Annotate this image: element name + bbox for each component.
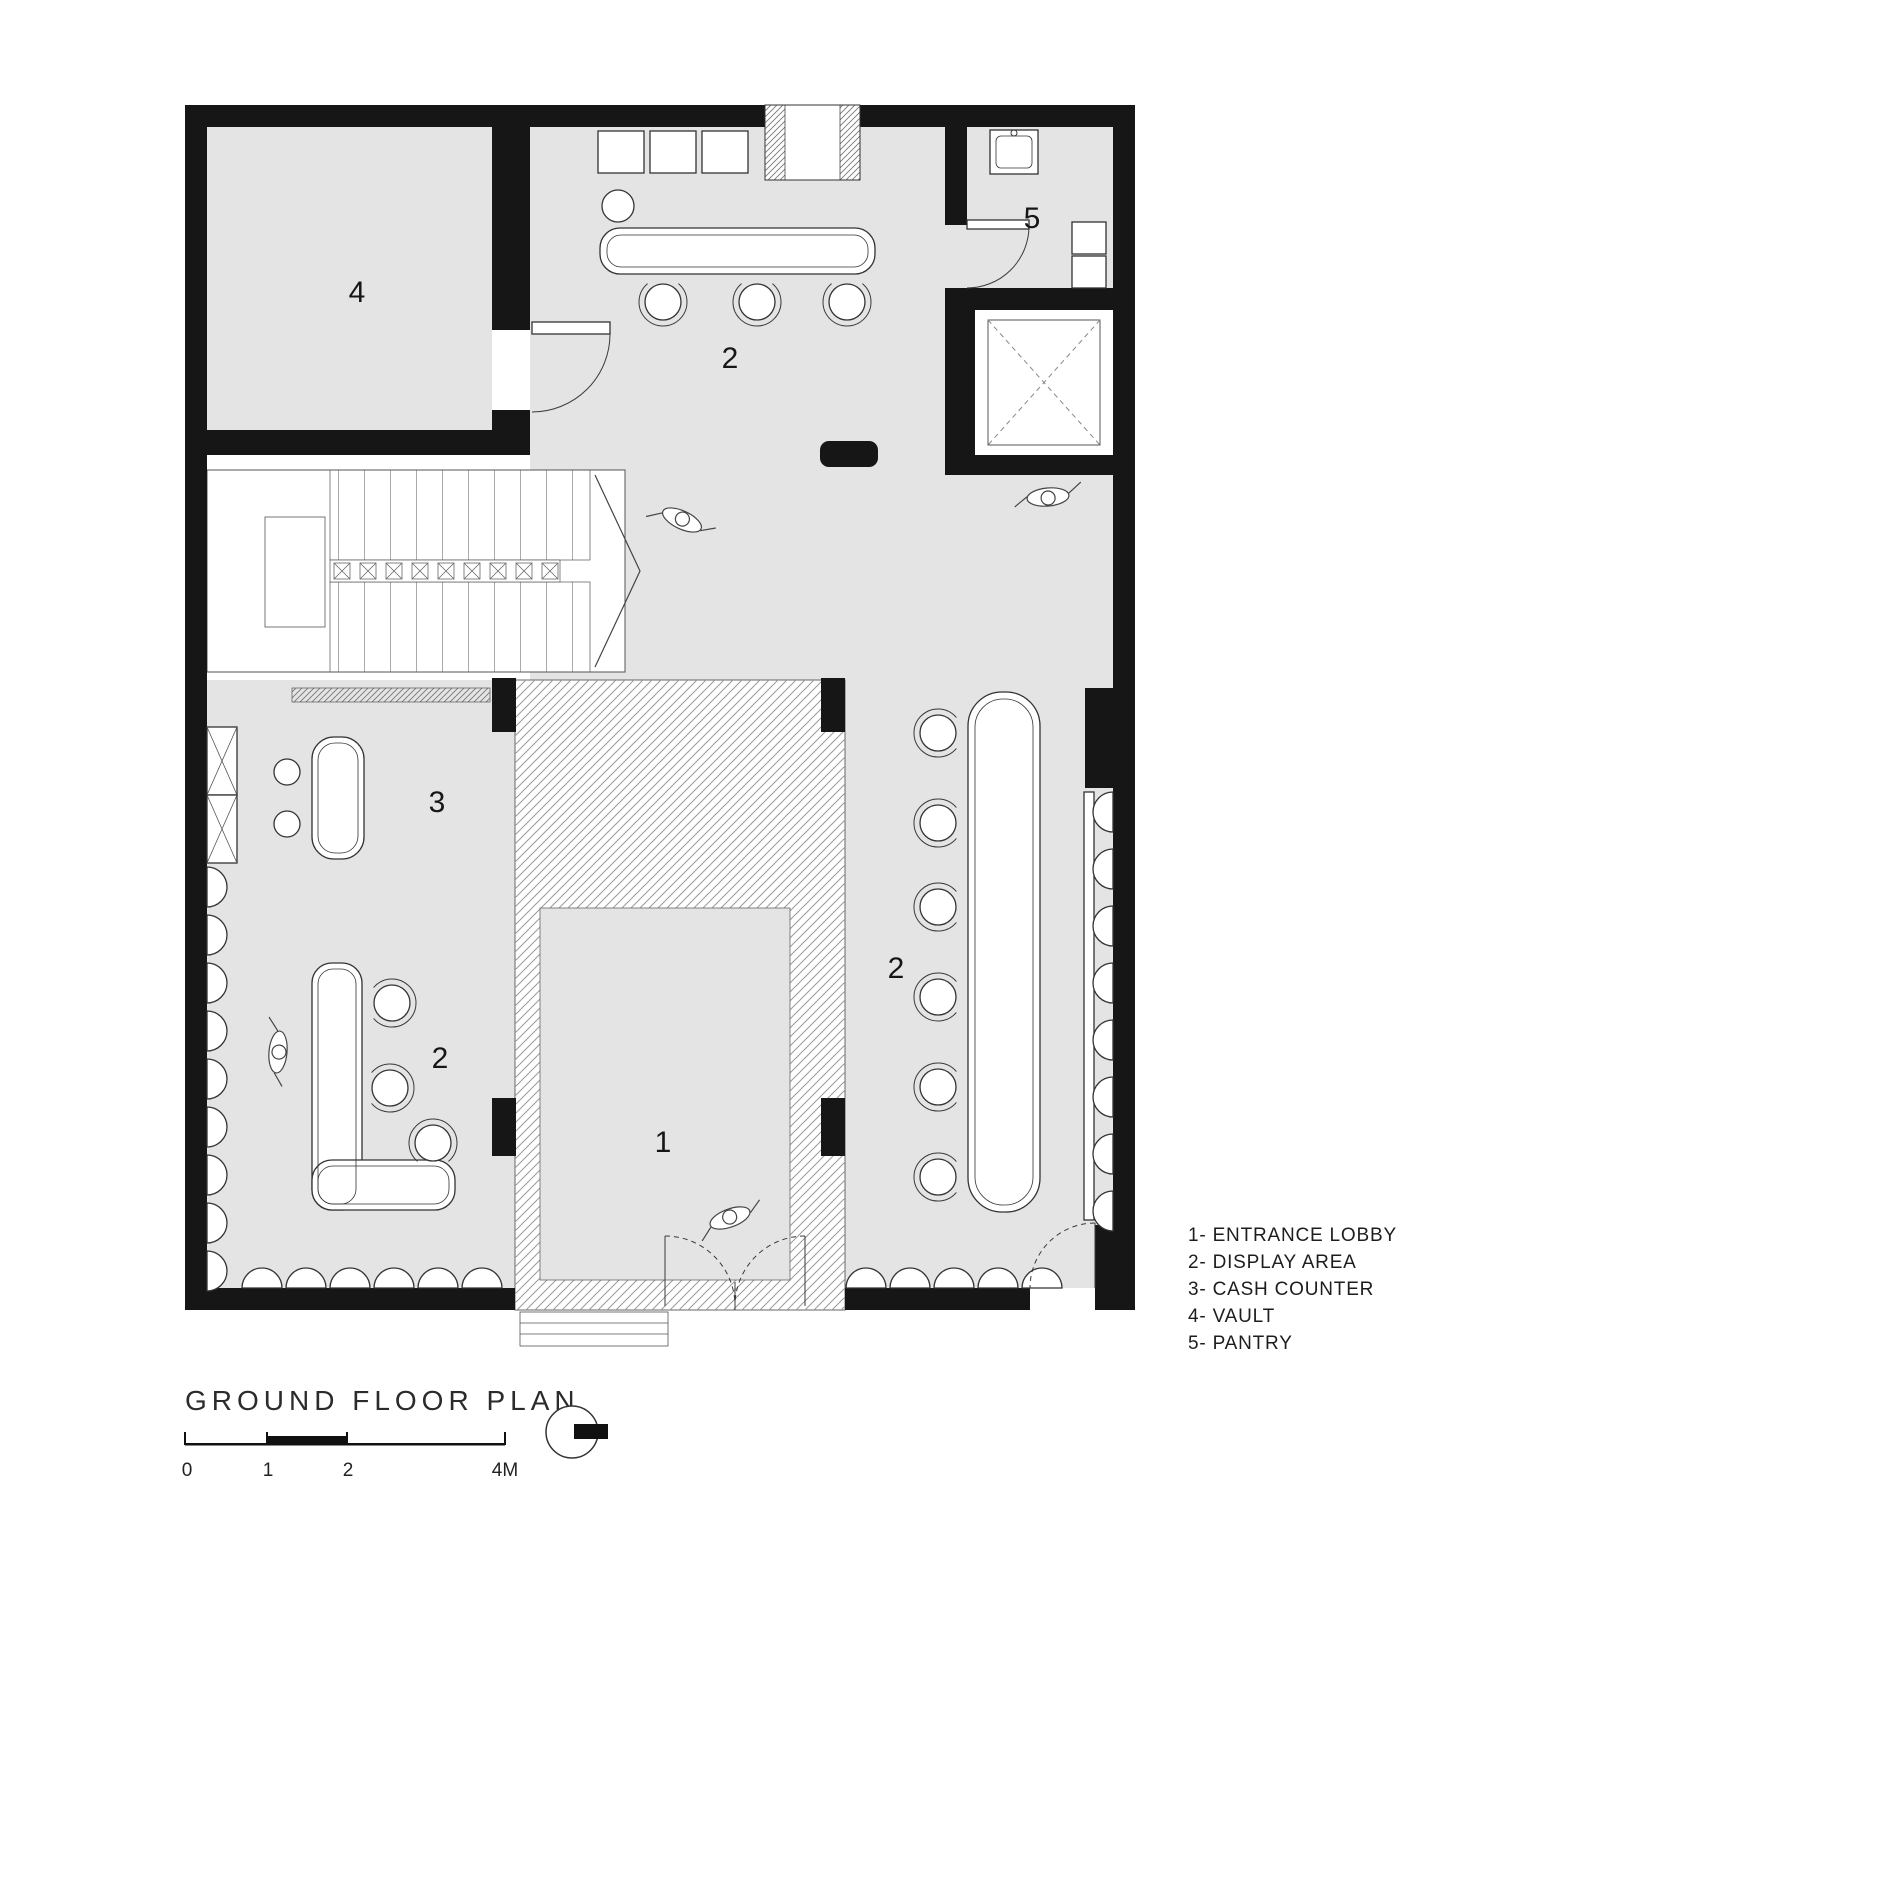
vault-floor [207, 127, 492, 430]
top-display-furniture [597, 130, 876, 327]
long-display-counter [967, 691, 1041, 1213]
freestanding-wall [820, 441, 878, 467]
sink [989, 129, 1039, 175]
column [492, 1098, 516, 1156]
display-counter [599, 227, 876, 275]
cash-counter-desk [311, 736, 365, 860]
column [821, 1098, 845, 1156]
scale-label-4m: 4M [492, 1460, 518, 1481]
legend-item-cash-counter: 3- CASH COUNTER [1188, 1279, 1375, 1300]
entrance-lobby-zone [514, 679, 846, 1311]
room-label-vault: 4 [349, 276, 366, 309]
lobby-inner-floor [539, 907, 791, 1281]
side-door-swing [1029, 1222, 1096, 1289]
vault-door-leaf [531, 321, 611, 335]
pantry-fixtures [989, 129, 1107, 289]
cabinet [597, 130, 645, 174]
chair [273, 810, 301, 838]
chair [273, 758, 301, 786]
stair-direction-arrow-icon [594, 474, 641, 668]
entrance-door-swing-right [734, 1235, 806, 1307]
column [821, 678, 845, 732]
doors [519, 219, 1096, 1347]
north-arrow-icon [545, 1405, 608, 1459]
room-label-pantry: 5 [1024, 202, 1041, 235]
l-counter-horizontal [311, 1159, 456, 1211]
scale-label-2: 2 [343, 1460, 354, 1481]
entrance-steps [519, 1311, 669, 1347]
pantry-door-swing [966, 225, 1030, 289]
elevator-shaft [975, 310, 1113, 455]
room-label-entrance-lobby: 1 [655, 1126, 672, 1159]
wall-display-back [1083, 791, 1095, 1221]
room-label-cash-counter: 3 [429, 786, 446, 819]
legend-item-entrance-lobby: 1- ENTRANCE LOBBY [1188, 1225, 1397, 1246]
pantry-counter-unit [1071, 221, 1107, 255]
right-display-furniture [913, 691, 1095, 1221]
round-table [601, 189, 635, 223]
legend-item-vault: 4- VAULT [1188, 1306, 1275, 1327]
pantry-counter-unit [1071, 255, 1107, 289]
legend-item-pantry: 5- PANTRY [1188, 1333, 1293, 1354]
cabinet [701, 130, 749, 174]
walls [185, 105, 1135, 1310]
cabinet [649, 130, 697, 174]
cash-counter-furniture [206, 687, 491, 864]
shaft-duct [764, 104, 861, 181]
entrance-door-swing-left [664, 1235, 736, 1307]
column [1085, 688, 1135, 788]
page-title: GROUND FLOOR PLAN [185, 1385, 580, 1416]
legend: 1- ENTRANCE LOBBY 2- DISPLAY AREA 3- CAS… [1188, 1222, 1397, 1357]
title-block: GROUND FLOOR PLAN 0 1 2 4M [182, 1385, 608, 1481]
room-label-display-top: 2 [722, 342, 739, 375]
column [492, 678, 516, 732]
pantry-door-leaf [966, 219, 1030, 230]
legend-item-display-area: 2- DISPLAY AREA [1188, 1252, 1357, 1273]
room-label-display-right: 2 [888, 952, 905, 985]
staircase [206, 469, 641, 673]
scale-label-0: 0 [182, 1460, 193, 1481]
low-partition [291, 687, 491, 703]
room-labels: 4 2 5 3 2 1 2 [349, 202, 1041, 1159]
room-label-display-left: 2 [432, 1042, 449, 1075]
scale-label-1: 1 [263, 1460, 274, 1481]
vault-door-swing [531, 333, 611, 413]
left-display-furniture [311, 962, 458, 1211]
